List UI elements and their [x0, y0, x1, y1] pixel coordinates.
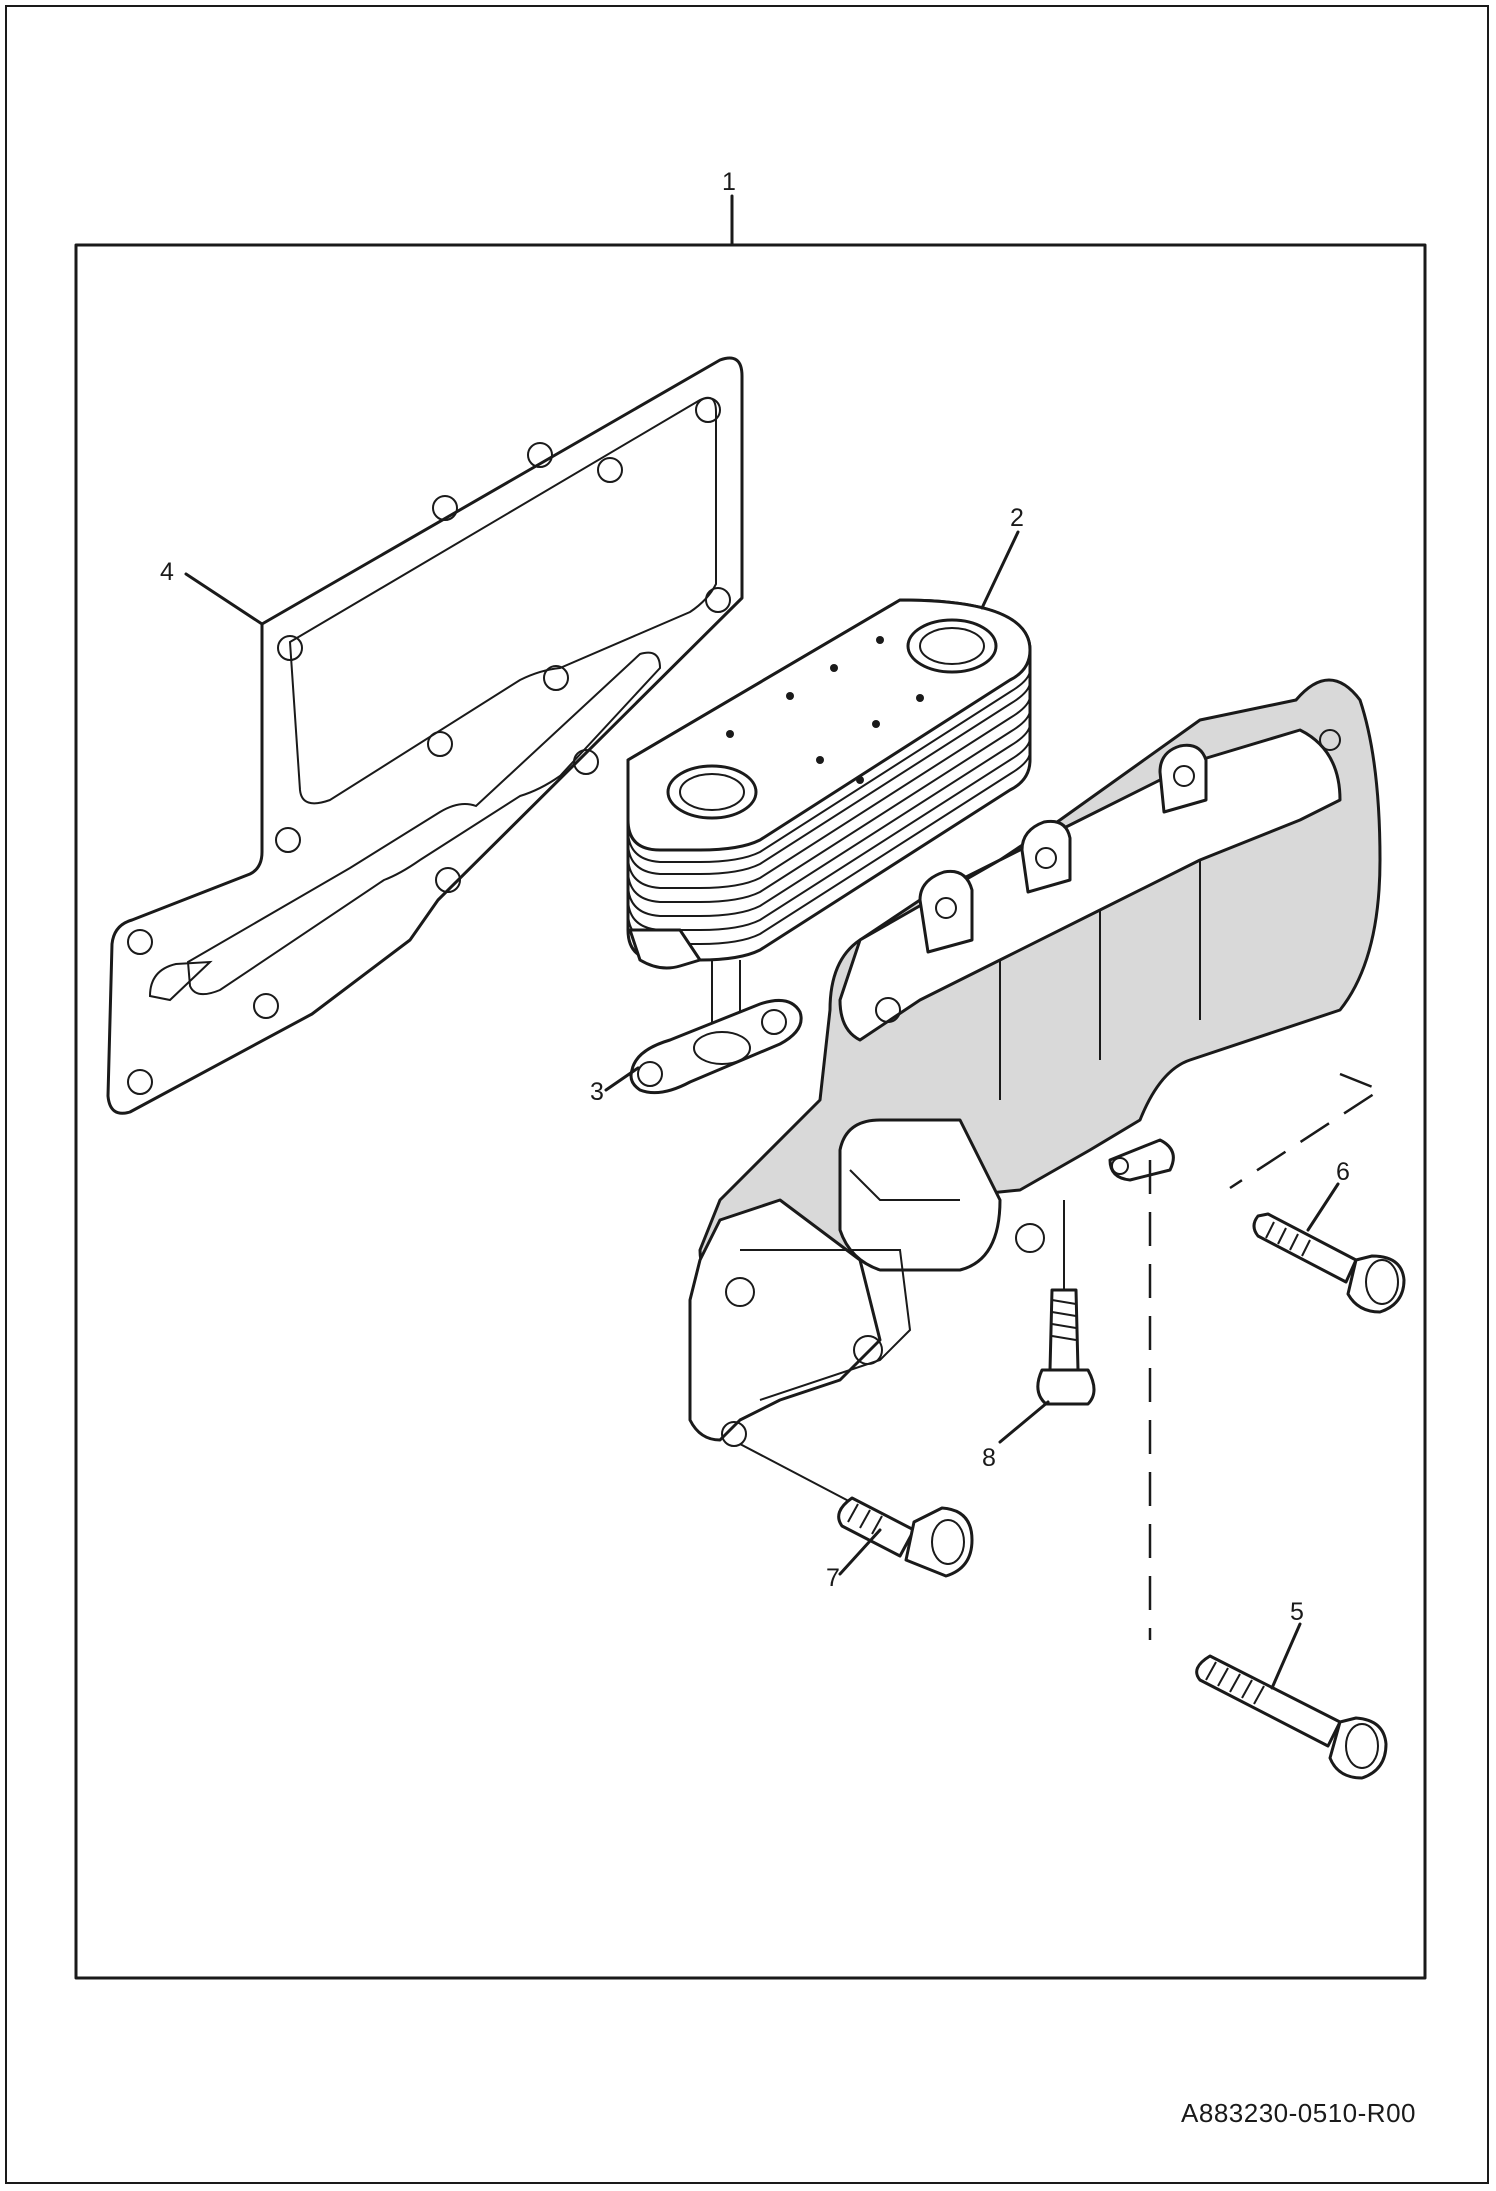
callout-8-leader — [998, 1400, 1050, 1444]
callout-4-leader — [184, 572, 264, 626]
oil-cooler-part-2 — [626, 530, 1032, 970]
alignment-line-6 — [1229, 1072, 1383, 1190]
alignment-line-7 — [739, 1443, 863, 1509]
callout-5: 5 — [1290, 1598, 1304, 1626]
callout-6: 6 — [1336, 1158, 1350, 1186]
callout-8: 8 — [982, 1444, 996, 1472]
callout-7: 7 — [826, 1564, 840, 1592]
bolt-part-8 — [998, 1288, 1096, 1444]
callout-2: 2 — [1010, 504, 1024, 532]
page-frame — [5, 5, 1489, 2184]
oil-cooler-housing — [688, 678, 1382, 1447]
drawing-reference-code: A883230-0510-R00 — [1181, 2098, 1416, 2128]
callout-6-leader — [1306, 1182, 1340, 1232]
bolt-part-5 — [1195, 1622, 1388, 1780]
callout-1: 1 — [722, 168, 736, 196]
callout-4: 4 — [160, 558, 174, 586]
bolt-part-7 — [837, 1496, 974, 1578]
bolt-part-6 — [1252, 1182, 1406, 1314]
gasket-part-4 — [106, 356, 744, 1115]
callout-3: 3 — [590, 1078, 604, 1106]
callout-5-leader — [1270, 1622, 1302, 1690]
callout-7-leader — [838, 1528, 882, 1576]
assembly-frame — [74, 243, 1427, 1980]
callout-3-leader — [604, 1066, 640, 1092]
callout-2-leader — [980, 530, 1020, 610]
small-gasket-part-3 — [604, 960, 803, 1095]
